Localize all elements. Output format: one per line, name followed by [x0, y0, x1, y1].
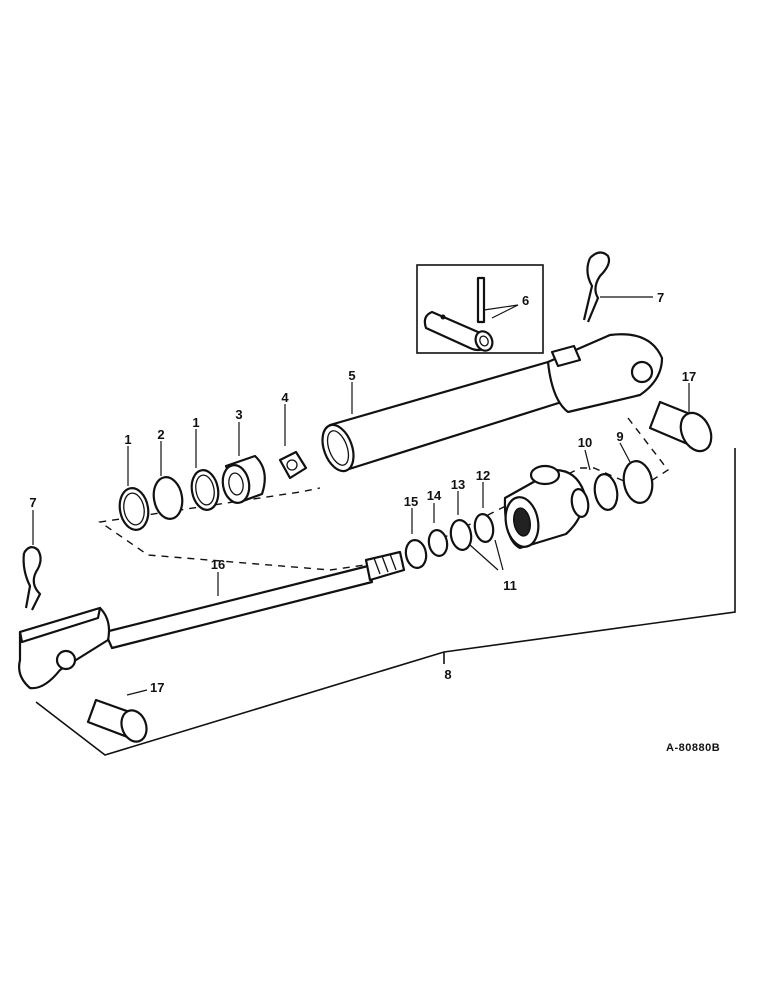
callout-2: 2 — [157, 427, 164, 442]
cylinder-barrel — [321, 333, 664, 473]
cotter-pin-top — [582, 251, 611, 323]
callout-12: 12 — [476, 468, 490, 483]
callout-17-bottom: 17 — [150, 680, 164, 695]
callout-7-left: 7 — [29, 495, 36, 510]
callout-9: 9 — [616, 429, 623, 444]
callout-6: 6 — [522, 293, 529, 308]
callout-4: 4 — [281, 390, 289, 405]
leader-lines — [32, 296, 690, 696]
piston-rod — [18, 550, 406, 690]
reference-number: A-80880B — [666, 742, 720, 754]
seal-rings-left — [118, 450, 308, 531]
callout-1a: 1 — [124, 432, 131, 447]
assembly-bracket-8 — [35, 448, 736, 756]
callout-14: 14 — [427, 488, 442, 503]
callout-17-right: 17 — [682, 369, 696, 384]
callout-15: 15 — [404, 494, 418, 509]
clevis-pin-bottom — [86, 698, 148, 743]
callout-3: 3 — [235, 407, 242, 422]
callout-11: 11 — [503, 578, 517, 593]
seal-rings-right — [404, 460, 654, 569]
callout-16: 16 — [211, 557, 225, 572]
inset-box-pin — [416, 264, 544, 354]
callout-13: 13 — [451, 477, 465, 492]
callout-1b: 1 — [192, 415, 199, 430]
callout-8: 8 — [444, 667, 451, 682]
callout-7-top: 7 — [657, 290, 664, 305]
callout-5: 5 — [348, 368, 355, 383]
clevis-pin-right — [648, 400, 713, 453]
callout-10: 10 — [578, 435, 592, 450]
cotter-pin-left — [22, 546, 42, 611]
